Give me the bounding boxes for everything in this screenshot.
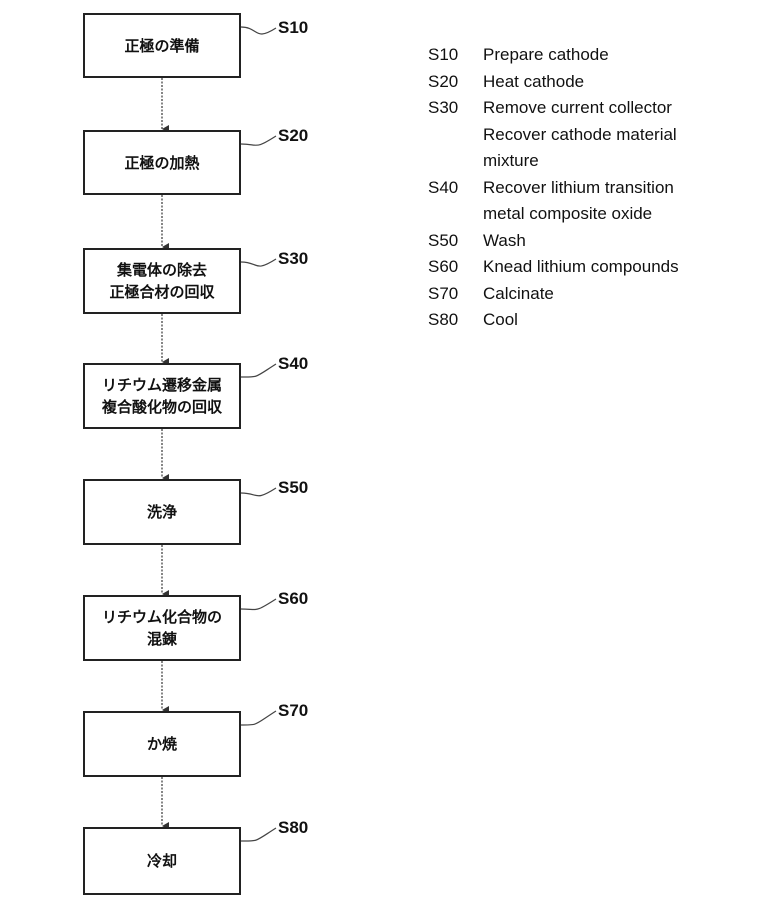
legend-code (428, 148, 483, 175)
step-label: 混錬 (147, 628, 177, 650)
legend-row: S20 Heat cathode (428, 69, 768, 96)
step-box-s10: 正極の準備 (83, 13, 241, 78)
step-box-s40: リチウム遷移金属 複合酸化物の回収 (83, 363, 241, 429)
step-code-s40: S40 (278, 354, 308, 374)
leader-line (241, 364, 276, 377)
legend-row: S10 Prepare cathode (428, 42, 768, 69)
legend-text: Heat cathode (483, 69, 768, 96)
legend-code (428, 122, 483, 149)
legend-text: metal composite oxide (483, 201, 768, 228)
step-code-s70: S70 (278, 701, 308, 721)
step-code-s20: S20 (278, 126, 308, 146)
legend-code: S50 (428, 228, 483, 255)
legend-row: metal composite oxide (428, 201, 768, 228)
step-code-s30: S30 (278, 249, 308, 269)
leader-line (241, 488, 276, 496)
leader-line (241, 599, 276, 610)
legend-row: S50 Wash (428, 228, 768, 255)
legend-row: mixture (428, 148, 768, 175)
step-label: 正極の準備 (124, 35, 199, 57)
legend-code: S30 (428, 95, 483, 122)
legend-text: Remove current collector (483, 95, 768, 122)
legend-row: S60 Knead lithium compounds (428, 254, 768, 281)
leader-line (241, 711, 276, 725)
legend-row: S80 Cool (428, 307, 768, 334)
step-code-s10: S10 (278, 18, 308, 38)
legend-text: Recover cathode material (483, 122, 768, 149)
leader-line (241, 136, 276, 145)
step-label: 集電体の除去 (117, 259, 207, 281)
legend-text: Cool (483, 307, 768, 334)
step-box-s30: 集電体の除去 正極合材の回収 (83, 248, 241, 314)
step-code-s80: S80 (278, 818, 308, 838)
step-box-s20: 正極の加熱 (83, 130, 241, 195)
step-label: 正極合材の回収 (109, 281, 214, 303)
legend-row: Recover cathode material (428, 122, 768, 149)
legend-text: Prepare cathode (483, 42, 768, 69)
step-label: リチウム化合物の (102, 606, 222, 628)
legend-code: S70 (428, 281, 483, 308)
legend-text: Recover lithium transition (483, 175, 768, 202)
step-label: 複合酸化物の回収 (102, 396, 222, 418)
legend-code: S40 (428, 175, 483, 202)
legend-code: S80 (428, 307, 483, 334)
legend-row: S40 Recover lithium transition (428, 175, 768, 202)
step-label: か焼 (147, 733, 177, 755)
legend-code: S60 (428, 254, 483, 281)
leader-line (241, 259, 276, 266)
legend-text: Calcinate (483, 281, 768, 308)
step-label: 冷却 (147, 850, 177, 872)
legend-text: Wash (483, 228, 768, 255)
step-box-s80: 冷却 (83, 827, 241, 895)
step-box-s50: 洗浄 (83, 479, 241, 545)
legend-code (428, 201, 483, 228)
step-label: 洗浄 (147, 501, 177, 523)
legend-row: S30 Remove current collector (428, 95, 768, 122)
step-box-s60: リチウム化合物の 混錬 (83, 595, 241, 661)
step-label: リチウム遷移金属 (102, 374, 222, 396)
leader-line (241, 828, 276, 841)
legend-text: Knead lithium compounds (483, 254, 768, 281)
leader-line (241, 27, 276, 34)
step-code-s60: S60 (278, 589, 308, 609)
legend-code: S10 (428, 42, 483, 69)
step-code-s50: S50 (278, 478, 308, 498)
step-label: 正極の加熱 (124, 152, 199, 174)
legend: S10 Prepare cathode S20 Heat cathode S30… (428, 42, 768, 334)
legend-code: S20 (428, 69, 483, 96)
legend-row: S70 Calcinate (428, 281, 768, 308)
legend-text: mixture (483, 148, 768, 175)
step-box-s70: か焼 (83, 711, 241, 777)
